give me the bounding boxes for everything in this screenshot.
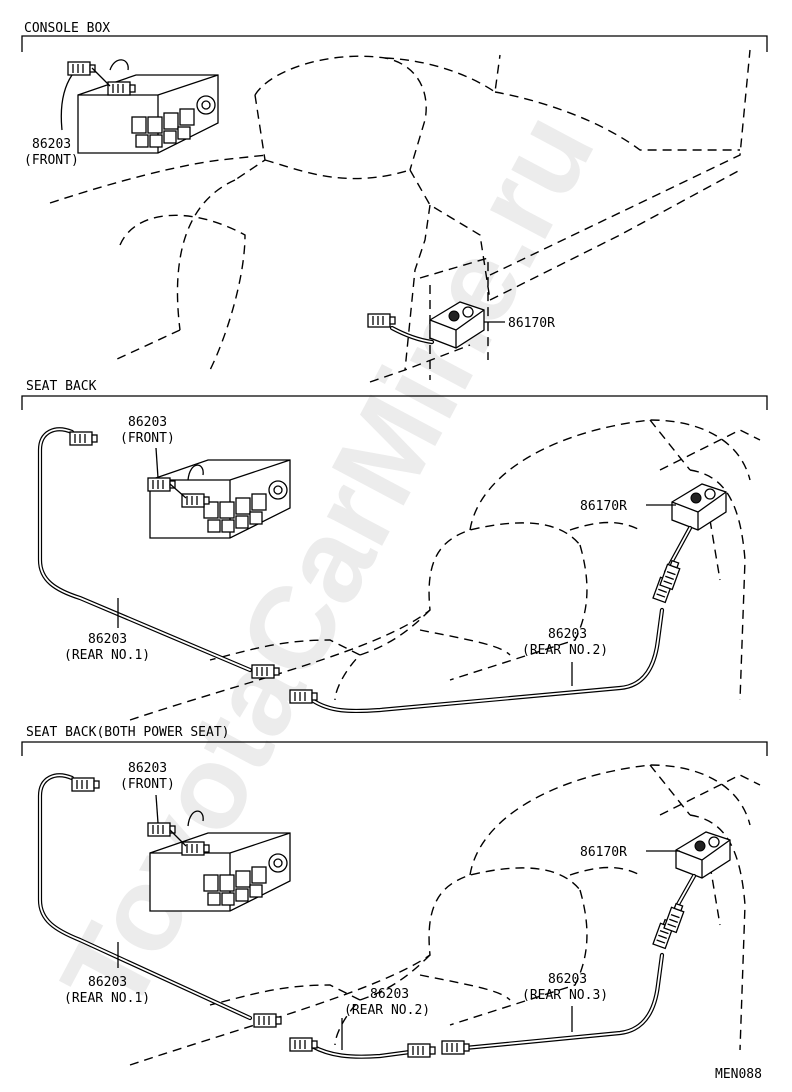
section-bracket [21, 35, 768, 52]
label-86203-rear1: 86203 [88, 632, 127, 647]
label-86203-rear2-sub: (REAR NO.2) [344, 1003, 430, 1018]
label-86170r: 86170R [580, 499, 627, 514]
section-title: SEAT BACK(BOTH POWER SEAT) [26, 725, 230, 740]
label-86203-front-sub: (FRONT) [120, 431, 175, 446]
label-86203-rear2-sub: (REAR NO.2) [522, 643, 608, 658]
label-86203-rear3: 86203 [548, 972, 587, 987]
label-86203-front-sub: (FRONT) [120, 777, 175, 792]
label-86203-rear1-sub: (REAR NO.1) [64, 991, 150, 1006]
label-86203-rear1: 86203 [88, 975, 127, 990]
diagram-code: MEN088 [715, 1067, 762, 1082]
label-86203-front-sub: (FRONT) [24, 153, 79, 168]
label-86203-front: 86203 [128, 761, 167, 776]
section-bracket [21, 395, 768, 410]
watermark: ToyotaCarMine.ru [36, 92, 619, 1032]
section-console-box: CONSOLE BOX 86203 (FRONT) 86170R [21, 21, 768, 383]
label-86203-front: 86203 [32, 137, 71, 152]
section-title: SEAT BACK [26, 379, 97, 394]
label-86203-rear2: 86203 [548, 627, 587, 642]
label-86203-front: 86203 [128, 415, 167, 430]
section-seat-back-both: SEAT BACK(BOTH POWER SEAT) 86203 (FRONT)… [21, 725, 768, 1066]
label-86203-rear3-sub: (REAR NO.3) [522, 988, 608, 1003]
label-86203-rear2: 86203 [370, 987, 409, 1002]
label-86203-rear1-sub: (REAR NO.1) [64, 648, 150, 663]
section-seat-back: SEAT BACK 86203 (FRONT) 86203 (REAR NO.1… [21, 379, 768, 721]
label-86170r: 86170R [508, 316, 555, 331]
label-86170r: 86170R [580, 845, 627, 860]
section-title: CONSOLE BOX [24, 21, 110, 36]
section-bracket [21, 741, 768, 756]
